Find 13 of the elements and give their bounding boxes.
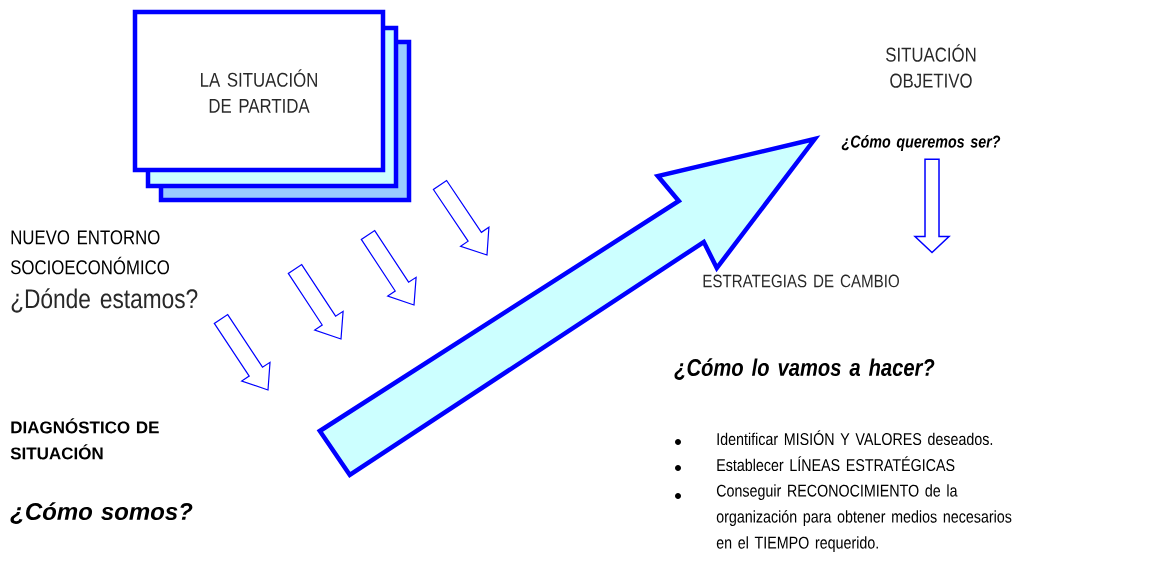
heading-text: SITUACIÓN OBJETIVO: [886, 44, 976, 88]
stacked-cards: LA SITUACIÓN DE PARTIDA: [132, 9, 412, 203]
heading-text: ¿Cómo queremos ser?: [841, 135, 1001, 151]
question-text: ¿Dónde estamos?: [11, 288, 198, 313]
bullet-item: Conseguir RECONOCIMIENTO de la organización para obtener medios necesarios en el TIEMPO requerido.: [716, 484, 1012, 553]
bullet-item: Identificar MISIÓN Y VALORES deseados.: [717, 430, 993, 446]
heading-text: ESTRATEGIAS DE CAMBIO: [703, 274, 899, 288]
question-text: ¿Cómo somos?: [10, 502, 193, 524]
label-text: DIAGNÓSTICO DE SITUACIÓN: [10, 418, 159, 460]
block-arrow: [913, 158, 951, 254]
bullet-item: Establecer LÍNEAS ESTRATÉGICAS: [717, 456, 955, 472]
label-text: NUEVO ENTORNO SOCIOECONÓMICO: [10, 230, 169, 275]
question-text: ¿Cómo lo vamos a hacer?: [674, 358, 935, 380]
